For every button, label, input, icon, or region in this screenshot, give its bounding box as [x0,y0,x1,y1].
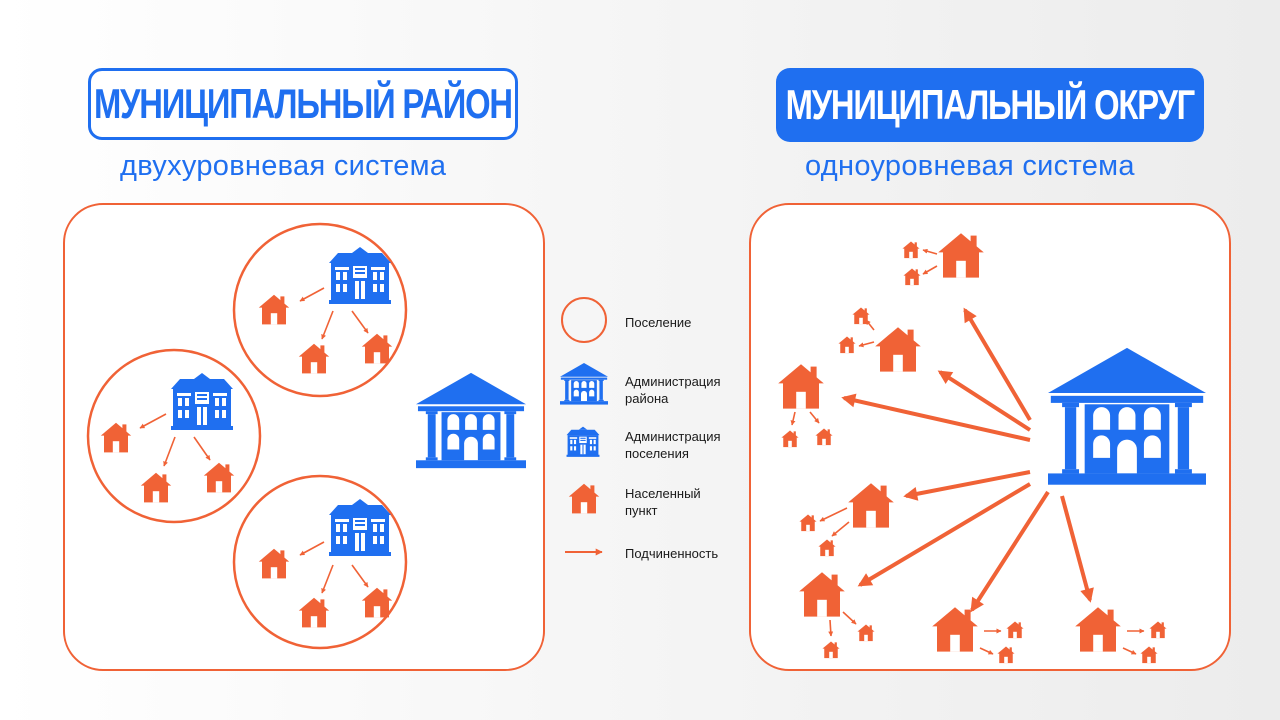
house-icon [799,572,845,617]
title-municipal-okrug-text: МУНИЦИПАЛЬНЫЙ ОКРУГ [785,81,1196,128]
house-icon [1075,607,1121,652]
subtitle-two-level: двухуровневая система [120,150,447,182]
house-icon [1149,621,1167,639]
house-icon [838,336,856,354]
legend-house-icon [568,483,600,514]
title-municipal-okrug: МУНИЦИПАЛЬНЫЙ ОКРУГ [776,68,1204,142]
district-admin-icon [416,372,526,469]
legend-settlement-admin-label: Администрация поселения [625,428,721,462]
house-icon [361,587,393,618]
legend-locality-line2: пункт [625,503,658,518]
settlement-admin-icon [329,247,391,304]
house-icon [1140,646,1158,664]
house-icon [903,268,921,286]
settlement-circle-left [86,348,262,524]
legend-locality-line1: Населенный [625,486,701,501]
legend-district-admin-line1: Администрация [625,374,721,389]
legend-settlement-circle-icon [561,297,607,343]
legend-district-admin-icon [560,363,608,405]
house-icon [781,430,799,448]
subordination-arrows-left [139,287,369,594]
house-icon [799,514,817,532]
okrug-small-arrows [790,248,1145,655]
legend-district-admin-line2: района [625,391,669,406]
house-icon [298,597,330,628]
legend-subordination-label: Подчиненность [625,546,719,561]
settlement-circle-bottom [232,474,408,650]
house-icon [361,333,393,364]
settlement-admin-icon [329,499,391,556]
house-icon [938,233,984,278]
legend-locality-label: Населенный пункт [625,485,701,519]
house-icon [815,428,833,446]
house-icon [1006,621,1024,639]
house-icon [857,624,875,642]
house-icon [875,327,921,372]
legend-district-admin-label: Администрация района [625,373,721,407]
legend-settlement-admin-line2: поселения [625,446,689,461]
house-icon [997,646,1015,664]
settlement-circle-top [232,222,408,398]
house-icon [100,422,132,453]
okrug-subordination-arrows [841,307,1094,613]
settlement-admin-icon [171,373,233,430]
subtitle-one-level: одноуровневая система [805,150,1135,182]
legend-settlement-label: Поселение [625,315,692,330]
house-icon [778,364,824,409]
house-icon [203,462,235,493]
house-icon [822,641,840,659]
house-icon [258,548,290,579]
title-municipal-district-text: МУНИЦИПАЛЬНЫЙ РАЙОН [94,80,513,127]
house-icon [258,294,290,325]
house-icon [902,241,920,259]
house-icon [848,483,894,528]
title-municipal-district: МУНИЦИПАЛЬНЫЙ РАЙОН [88,68,518,140]
legend-settlement-admin-line1: Администрация [625,429,721,444]
okrug-admin-icon [1048,347,1206,485]
legend-settlement-admin-icon [566,426,600,457]
house-icon [140,472,172,503]
house-icon [932,607,978,652]
house-icon [298,343,330,374]
house-icon [818,539,836,557]
